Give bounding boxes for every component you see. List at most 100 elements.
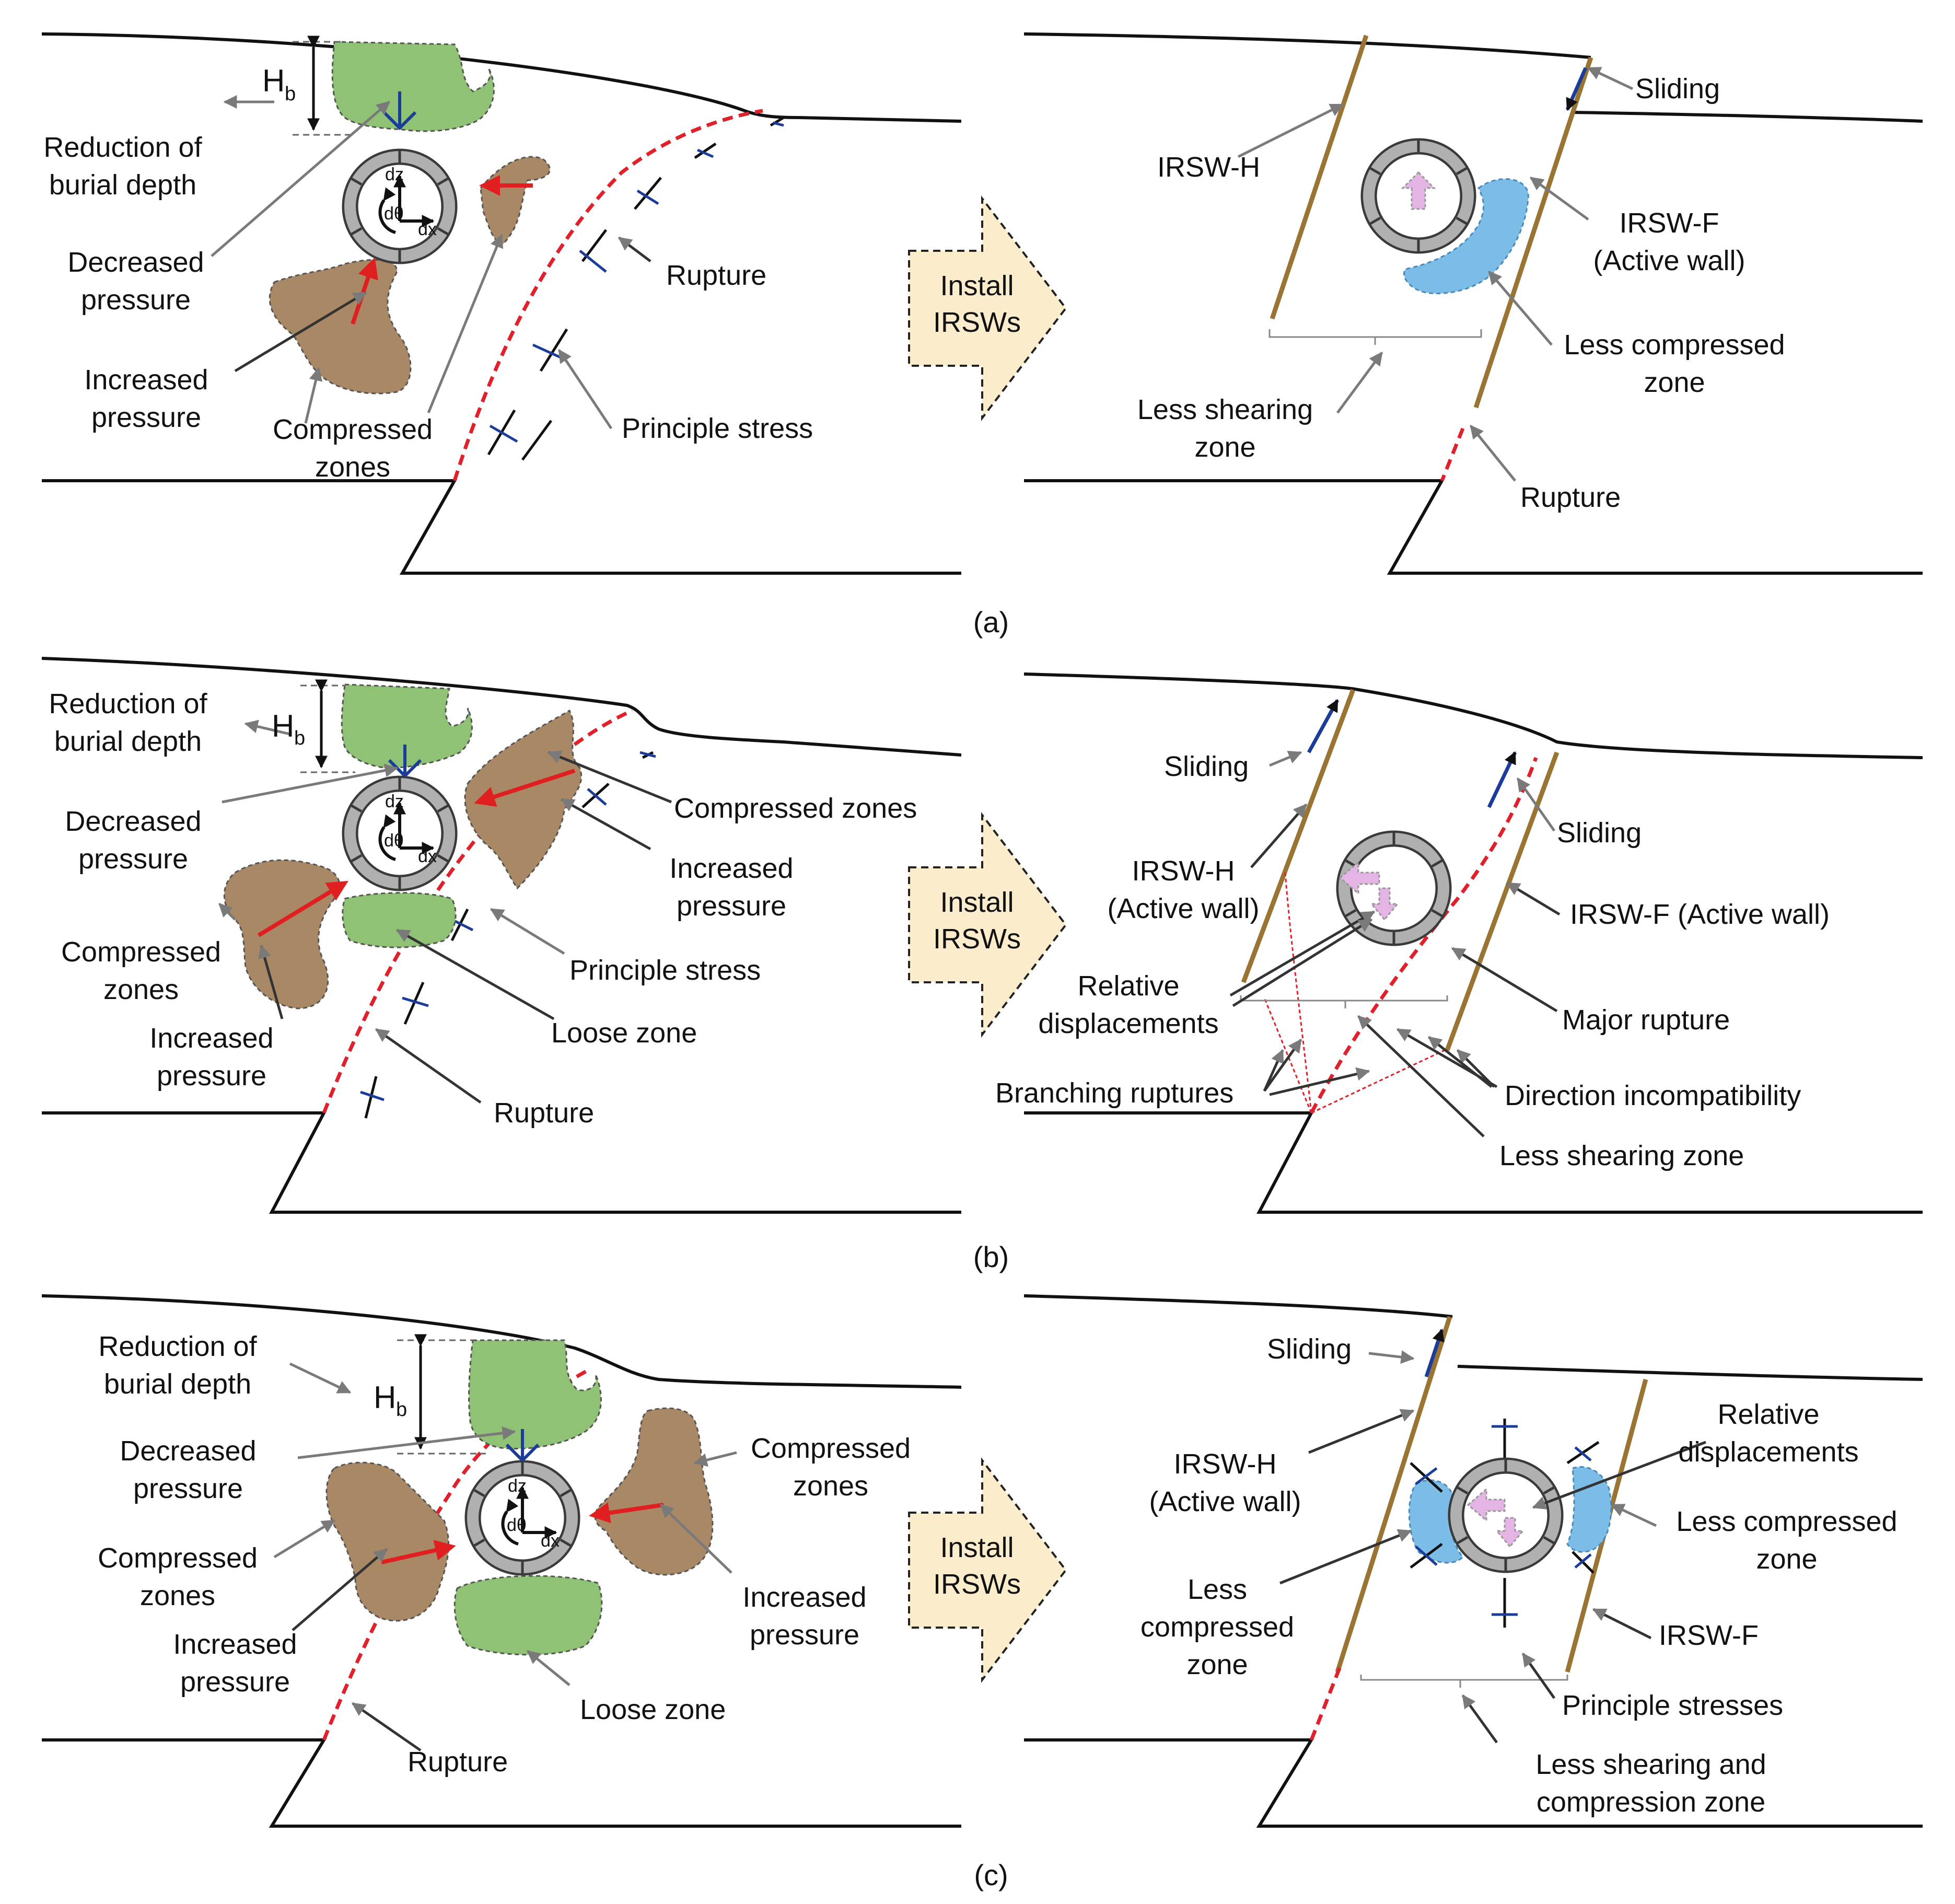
install-irsws-arrow-c: Install IRSWs xyxy=(908,1459,1067,1681)
dtheta-label-a: dθ xyxy=(384,204,404,224)
label-increased-pressure-b-l-1: Increased xyxy=(149,1023,273,1054)
label-rupture-b: Rupture xyxy=(494,1097,594,1129)
label-increased-pressure-b-l-2: pressure xyxy=(157,1060,266,1092)
label-less-shear-comp-1: Less shearing and xyxy=(1535,1749,1766,1780)
dx-label-a: dx xyxy=(418,219,437,239)
label-sliding: Sliding xyxy=(1635,73,1720,105)
label-less-compressed-1: Less compressed xyxy=(1564,329,1785,361)
install-label-c-1: Install xyxy=(940,1532,1014,1563)
install-label-c-2: IRSWs xyxy=(933,1569,1021,1600)
label-reduction-burial-c-2: burial depth xyxy=(104,1368,251,1400)
install-irsws-arrow-a: Install IRSWs xyxy=(908,198,1067,419)
caption-a: (a) xyxy=(973,606,1009,638)
label-loose-zone-b: Loose zone xyxy=(551,1017,697,1049)
label-rupture-right: Rupture xyxy=(1520,482,1621,513)
label-reduction-burial-c-1: Reduction of xyxy=(98,1331,257,1362)
label-reduction-burial-b-2: burial depth xyxy=(54,726,202,757)
label-decreased-pressure-b-2: pressure xyxy=(78,843,188,875)
label-compressed-zones-1: Compressed xyxy=(273,414,433,445)
label-decreased-pressure-c-1: Decreased xyxy=(120,1435,256,1467)
label-less-shearing-2: zone xyxy=(1194,432,1255,463)
panel-c: H b Reduction of burial depth Decreased … xyxy=(41,1294,1923,1891)
label-major-rupture: Major rupture xyxy=(1562,1004,1730,1036)
panel-b-left: H b Reduction of burial depth Decreased … xyxy=(41,657,962,1214)
label-relative-displacements-b-1: Relative xyxy=(1077,970,1179,1002)
label-compressed-zones-c-l-1: Compressed xyxy=(98,1542,258,1574)
panel-a: H b Reduction of burial depth Decreased … xyxy=(41,32,1923,638)
panel-a-left: H b Reduction of burial depth Decreased … xyxy=(41,32,962,575)
install-label-b-2: IRSWs xyxy=(933,923,1021,955)
label-compressed-zones-b-l-1: Compressed xyxy=(61,936,221,968)
label-direction-incompatibility: Direction incompatibility xyxy=(1505,1080,1801,1111)
install-label-b-1: Install xyxy=(940,887,1014,918)
panel-c-left: H b Reduction of burial depth Decreased … xyxy=(41,1294,962,1828)
dz-label-c: dz xyxy=(508,1476,527,1496)
label-compressed-zones-c-r-2: zones xyxy=(793,1470,868,1502)
label-irsw-f-2: (Active wall) xyxy=(1593,245,1745,276)
dz-label-a: dz xyxy=(385,165,404,184)
label-compressed-zones-c-l-2: zones xyxy=(140,1580,215,1611)
label-compressed-zones-c-r-1: Compressed xyxy=(751,1433,911,1464)
label-branching-ruptures: Branching ruptures xyxy=(995,1077,1233,1109)
label-irsw-f-b: IRSW-F (Active wall) xyxy=(1570,899,1830,930)
label-reduction-burial-1: Reduction of xyxy=(43,132,202,163)
caption-b: (b) xyxy=(973,1240,1009,1273)
label-reduction-burial-2: burial depth xyxy=(49,169,196,201)
label-less-shearing-b: Less shearing zone xyxy=(1499,1140,1744,1171)
label-decreased-pressure-b-1: Decreased xyxy=(65,806,201,837)
label-less-compressed-c-r-1: Less compressed xyxy=(1676,1506,1897,1537)
hb-symbol-b: H xyxy=(272,709,294,744)
label-increased-pressure-c-l-1: Increased xyxy=(173,1629,297,1660)
dx-label-b: dx xyxy=(418,846,437,866)
dx-label-c: dx xyxy=(541,1531,560,1551)
caption-c: (c) xyxy=(974,1859,1008,1891)
dtheta-label-c: dθ xyxy=(507,1515,527,1535)
hb-symbol-c: H xyxy=(374,1380,396,1415)
label-decreased-pressure-2: pressure xyxy=(81,284,191,316)
dtheta-label-b: dθ xyxy=(384,831,404,851)
label-reduction-burial-b-1: Reduction of xyxy=(49,688,207,719)
label-principle-stress-b: Principle stress xyxy=(569,955,761,986)
hb-subscript-b: b xyxy=(294,727,305,749)
label-irsw-h-c-1: IRSW-H xyxy=(1174,1448,1277,1480)
label-increased-pressure-1: Increased xyxy=(84,364,208,396)
label-irsw-f-c: IRSW-F xyxy=(1659,1620,1759,1651)
label-compressed-zones-b: Compressed zones xyxy=(674,793,917,824)
label-irsw-h: IRSW-H xyxy=(1157,152,1260,183)
label-less-shearing-1: Less shearing xyxy=(1137,394,1313,425)
label-compressed-zones-2: zones xyxy=(315,451,390,483)
dz-label-b: dz xyxy=(385,792,404,811)
label-principle-stresses: Principle stresses xyxy=(1562,1690,1783,1721)
install-label-2: IRSWs xyxy=(933,307,1021,338)
label-relative-displacements-b-2: displacements xyxy=(1038,1008,1218,1039)
label-less-compressed-c-l-2: compressed xyxy=(1141,1611,1294,1643)
install-label-1: Install xyxy=(940,270,1014,301)
label-irsw-h-b-2: (Active wall) xyxy=(1107,893,1259,924)
label-less-shear-comp-2: compression zone xyxy=(1537,1786,1765,1818)
label-decreased-pressure-c-2: pressure xyxy=(133,1473,243,1504)
label-less-compressed-c-l-3: zone xyxy=(1186,1649,1248,1680)
hb-subscript-c: b xyxy=(396,1399,407,1421)
label-rupture: Rupture xyxy=(666,260,766,291)
label-less-compressed-c-r-2: zone xyxy=(1756,1543,1817,1575)
label-loose-zone-c: Loose zone xyxy=(580,1694,726,1725)
label-increased-pressure-c-l-2: pressure xyxy=(180,1666,290,1698)
label-increased-pressure-2: pressure xyxy=(91,402,201,433)
label-irsw-h-b-1: IRSW-H xyxy=(1132,855,1235,887)
label-irsw-h-c-2: (Active wall) xyxy=(1149,1486,1301,1517)
hb-symbol: H xyxy=(262,63,285,98)
pipe-cross-section-c-irsw xyxy=(1449,1459,1562,1572)
label-increased-pressure-c-r-2: pressure xyxy=(750,1619,859,1651)
label-sliding-b-right: Sliding xyxy=(1557,817,1642,849)
label-sliding-c: Sliding xyxy=(1267,1333,1352,1365)
label-relative-displacements-c-1: Relative xyxy=(1717,1399,1819,1430)
label-rupture-c: Rupture xyxy=(408,1746,508,1778)
label-increased-pressure-b-r-1: Increased xyxy=(669,853,793,884)
panel-a-right: Sliding IRSW-H IRSW-F (Active wall) Less… xyxy=(1023,32,1923,575)
label-decreased-pressure-1: Decreased xyxy=(67,247,204,278)
panel-b: H b Reduction of burial depth Decreased … xyxy=(41,657,1923,1273)
panel-c-right: Sliding IRSW-H (Active wall) Relative di… xyxy=(1023,1294,1923,1828)
label-increased-pressure-b-r-2: pressure xyxy=(677,890,786,922)
label-less-compressed-c-l-1: Less xyxy=(1188,1574,1247,1605)
